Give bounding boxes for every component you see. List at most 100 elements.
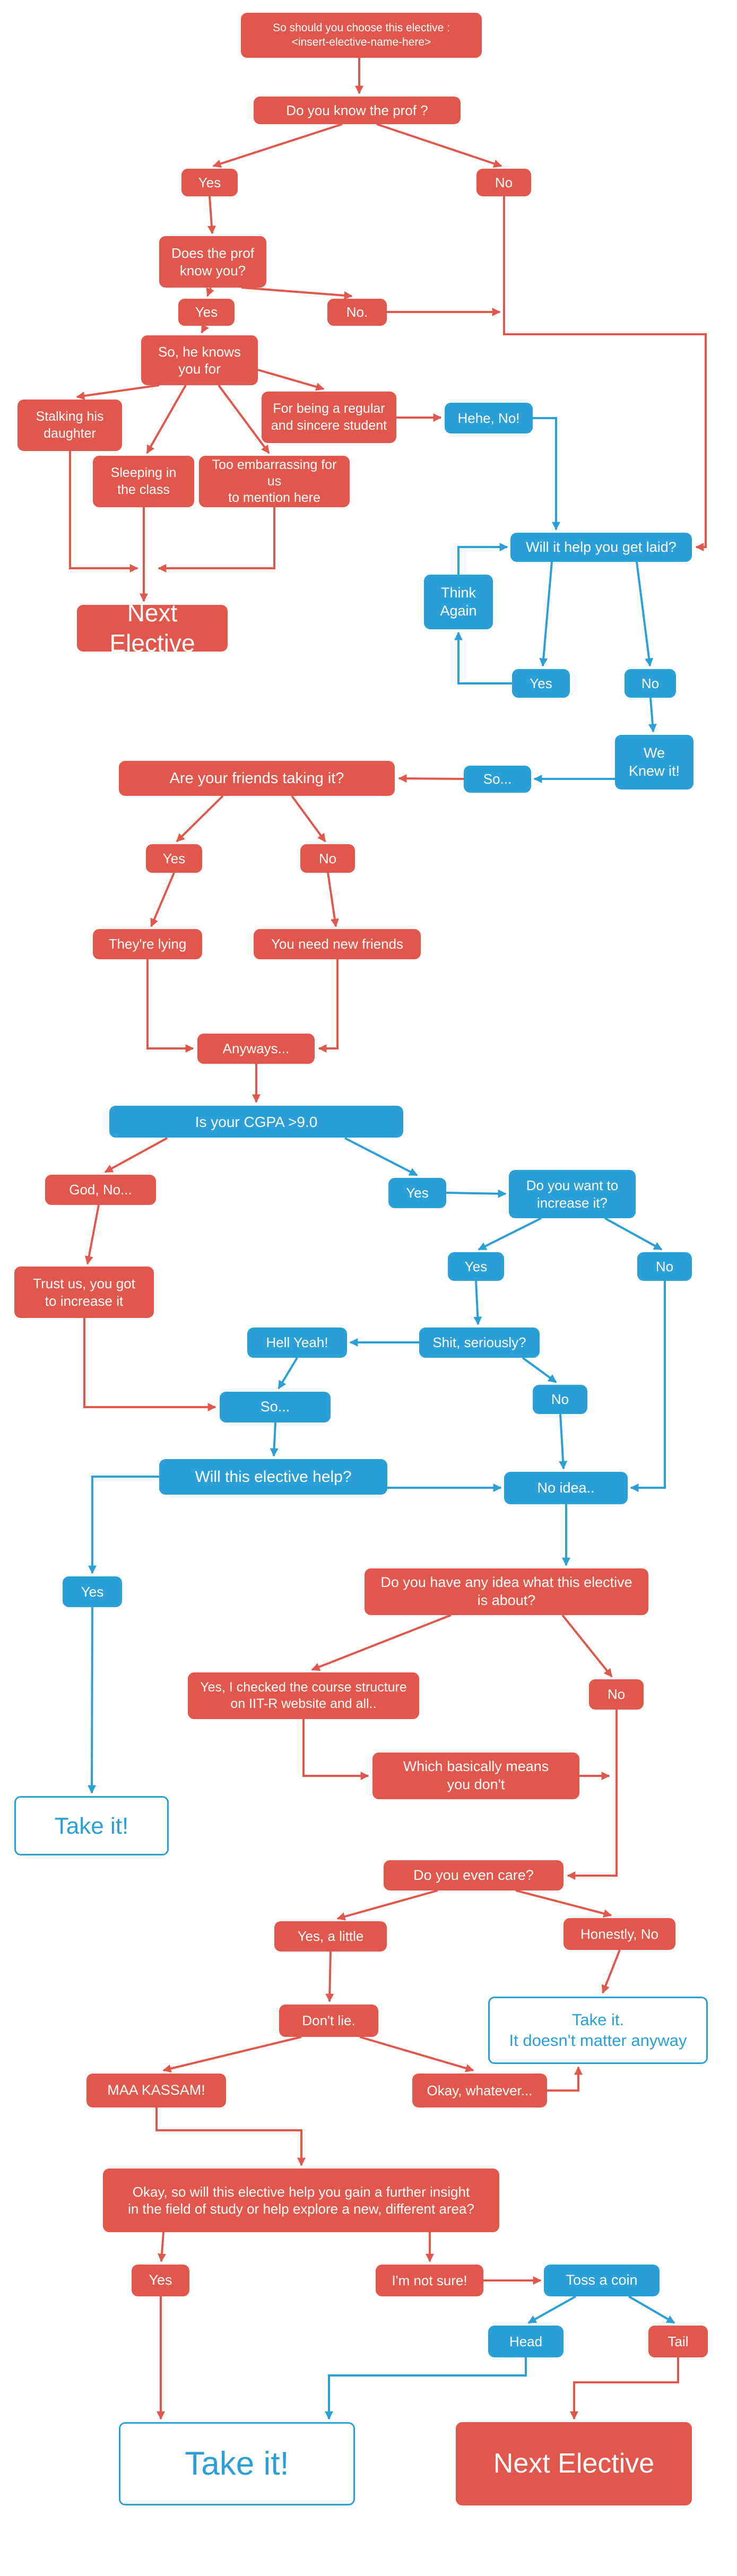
node-we-knew-it: We Knew it! [615, 735, 693, 790]
node-theyre-lying: They're lying [93, 929, 202, 959]
edge-cgpa-godno [104, 1137, 168, 1173]
edge-yes-knowsyoufor [201, 324, 209, 334]
edge-tosscoin-head [527, 2295, 576, 2324]
node-no-seriously: No [533, 1385, 587, 1414]
edge-yes-shitseriously [473, 1280, 482, 1325]
edge-evencare-honestlyno [515, 1889, 612, 1918]
node-hehe-no: Hehe, No! [445, 403, 533, 433]
edge-trustus-so [83, 1318, 216, 1411]
node-even-care: Do you even care? [384, 1860, 563, 1890]
node-yes-know-prof: Yes [181, 169, 238, 196]
node-maa-kassam: MAA KASSAM! [86, 2074, 226, 2107]
node-too-embarrassing: Too embarrassing for us to mention here [199, 456, 350, 507]
edge-yes-increaseit [446, 1189, 507, 1198]
node-no-friends: No [300, 844, 355, 873]
node-take-it-final: Take it! [119, 2422, 355, 2505]
node-yes-insight: Yes [132, 2265, 189, 2296]
edge-no1-getlaid [503, 196, 707, 551]
node-toss-a-coin: Toss a coin [544, 2265, 660, 2296]
node-prof-know-you: Does the prof know you? [159, 236, 266, 288]
node-insight-question: Okay, so will this elective help you gai… [103, 2169, 499, 2232]
node-basically-means: Which basically means you don't [372, 1753, 579, 1799]
node-no-know-prof: No [476, 169, 531, 196]
node-yes-cgpa: Yes [388, 1178, 446, 1208]
node-get-laid: Will it help you get laid? [510, 533, 692, 562]
edge-yeslittle-dontlie [325, 1951, 334, 2002]
node-knows-you-for: So, he knows you for [141, 335, 258, 385]
node-dont-lie: Don't lie. [279, 2005, 378, 2037]
node-yes-increase: Yes [448, 1252, 504, 1281]
edge-getlaid-yes [539, 561, 553, 667]
edge-so-electivehelp [270, 1422, 279, 1457]
edge-tosscoin-tail [628, 2295, 675, 2324]
edge-checked-basically [302, 1719, 369, 1780]
node-checked-structure: Yes, I checked the course structure on I… [188, 1672, 419, 1719]
node-yes-elective-help: Yes [63, 1576, 122, 1607]
edge-knowsfor-stalking [76, 384, 160, 400]
node-so-2: So... [220, 1392, 331, 1423]
edge-newfriends-anyways [318, 959, 339, 1053]
node-no-get-laid: No [625, 669, 676, 698]
edge-dontlie-maakassam [162, 2036, 302, 2073]
edge-maakassam-insight [155, 2107, 306, 2166]
node-hell-yeah: Hell Yeah! [247, 1328, 347, 1358]
node-no-prof-knows: No. [327, 299, 387, 326]
node-no-idea: No idea.. [504, 1472, 628, 1504]
node-sleeping-class: Sleeping in the class [93, 456, 194, 507]
node-increase-it: Do you want to increase it? [509, 1170, 636, 1218]
node-need-new-friends: You need new friends [254, 929, 421, 959]
edge-hellyeah-so [278, 1357, 298, 1390]
node-no-increase: No [637, 1252, 692, 1281]
edge-electivehelp-yes [88, 1476, 159, 1574]
node-title: So should you choose this elective : <in… [241, 13, 482, 58]
edge-increaseit-yes [478, 1217, 542, 1251]
node-next-elective-final: Next Elective [456, 2422, 692, 2505]
node-head: Head [488, 2326, 563, 2357]
node-stalking-daughter: Stalking his daughter [18, 400, 122, 451]
edge-insight-yes [158, 2232, 167, 2262]
edge-yes-lying [150, 872, 175, 927]
edge-so-friendstaking [398, 774, 464, 783]
edge-shitseriously-no [522, 1357, 557, 1383]
edge-profknow-yes [206, 287, 214, 297]
edge-yes-thinkagain [454, 631, 512, 684]
node-next-elective-1: Next Elective [77, 599, 228, 657]
edge-embarrassing-merge [158, 507, 275, 573]
node-im-not-sure: I'm not sure! [376, 2265, 483, 2296]
edge-head-takeitfinal [325, 2357, 527, 2420]
node-okay-whatever: Okay, whatever... [412, 2074, 547, 2107]
edge-heheno-getlaid [533, 417, 560, 531]
edge-friends-yes [176, 795, 224, 843]
edge-no5-noidea [630, 1281, 666, 1492]
edge-cgpa-yes [344, 1137, 418, 1176]
edge-honestlyno-takeit2 [601, 1949, 621, 1994]
edge-thinkagain-getlaid [457, 543, 508, 575]
edge-evencare-yeslittle [336, 1889, 438, 1921]
node-yes-prof-knows: Yes [178, 299, 235, 326]
edge-friends-no [291, 795, 326, 843]
edge-profknow-no [241, 287, 353, 300]
node-cgpa: Is your CGPA >9.0 [109, 1106, 403, 1138]
edge-no6-noidea [559, 1413, 568, 1470]
node-take-it-1: Take it! [14, 1796, 169, 1855]
node-any-idea: Do you have any idea what this elective … [365, 1568, 648, 1615]
node-yes-get-laid: Yes [512, 669, 570, 698]
node-honestly-no: Honestly, No [563, 1918, 675, 1950]
edge-yes-profknowyou [207, 196, 216, 235]
node-trust-us: Trust us, you got to increase it [14, 1267, 154, 1318]
edge-getlaid-no [636, 561, 654, 667]
edge-knowsfor-regular [257, 369, 325, 391]
node-elective-help: Will this elective help? [159, 1459, 387, 1495]
node-friends-taking: Are your friends taking it? [119, 761, 395, 796]
node-think-again: Think Again [424, 575, 493, 629]
edge-lying-anyways [146, 959, 194, 1053]
edge-tail-nextelective [570, 2357, 679, 2420]
edge-knowprof-yes [212, 123, 343, 168]
node-yes-friends: Yes [146, 844, 202, 873]
node-know-prof: Do you know the prof ? [254, 97, 461, 124]
edge-knowprof-no [376, 123, 502, 168]
node-so-1: So... [464, 766, 531, 793]
edge-dontlie-okaywhatever [359, 2036, 474, 2072]
node-regular-sincere: For being a regular and sincere student [262, 392, 396, 443]
